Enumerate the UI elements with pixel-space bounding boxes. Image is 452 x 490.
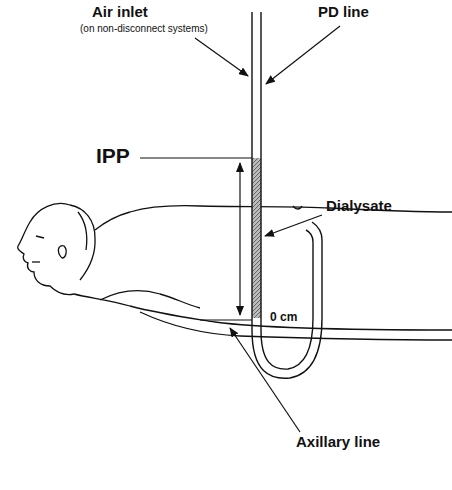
leader-lines — [195, 26, 340, 432]
ipp-label: IPP — [96, 144, 130, 167]
zero-cm-label: 0 cm — [270, 311, 297, 324]
ipp-scale — [140, 158, 252, 320]
dialysate-column — [252, 158, 261, 318]
air-inlet-label: Air inlet — [92, 4, 148, 21]
pd-line-label: PD line — [318, 4, 369, 21]
dialysate-label: Dialysate — [326, 198, 392, 215]
air-inlet-note: (on non-disconnect systems) — [80, 23, 208, 34]
patient-outline — [18, 204, 452, 340]
axillary-line-label: Axillary line — [296, 434, 380, 451]
